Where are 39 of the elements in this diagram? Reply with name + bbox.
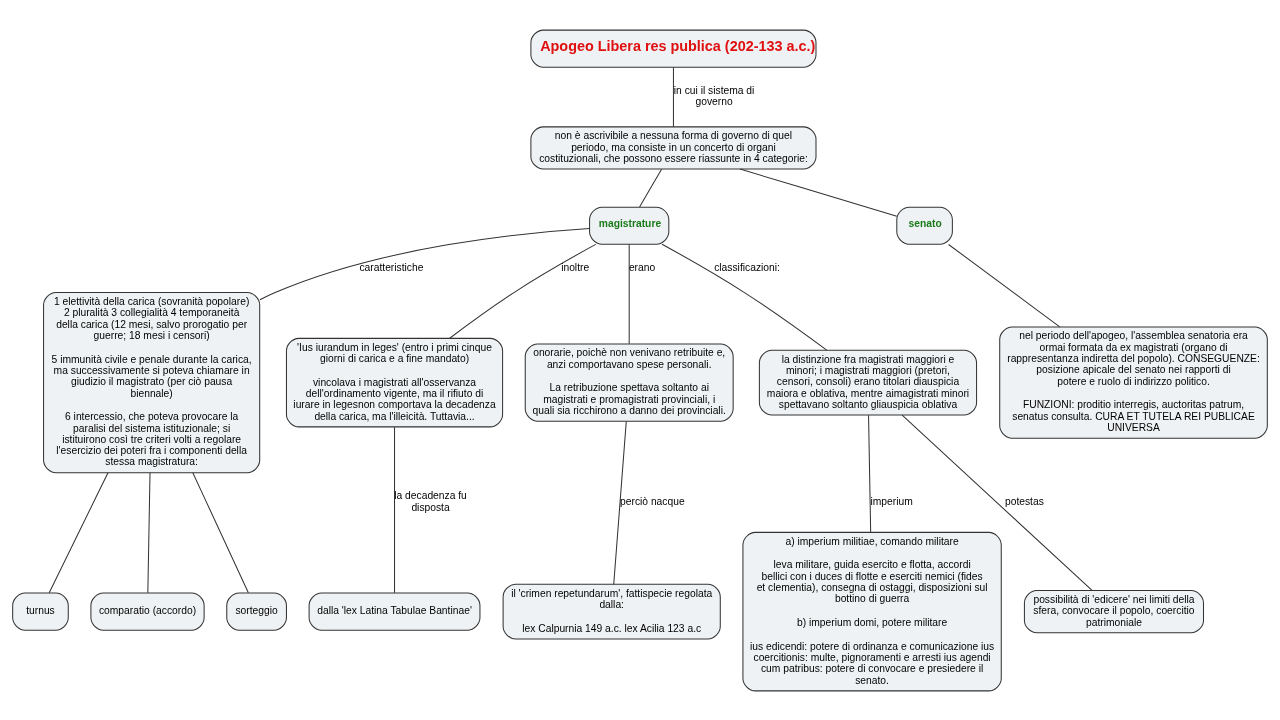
node-box: turnus (12, 592, 69, 631)
node-box: a) imperium militiae, comando militare leva militare, guida esercito e flotta, accordi bellici con i duces di flotte e eserciti nemici (fides et clementia), consegna di ostaggi, disposizioni sul bottino di guerra b) imperium domi, potere militare ius edicendi: potere di ordinanza e comunicazione ius coercitionis: multe, pignoramenti e arresti ius agendi cum patribus: potere di convocare e presiedere il senato. (742, 531, 1002, 691)
connector (259, 227, 590, 300)
connector (628, 243, 630, 344)
node-box: il 'crimen repetundarum', fattispecie regolata dalla: lex Calpurnia 149 a.c. lex Acilia 123 a.c (502, 583, 721, 639)
node-box: la distinzione fra magistrati maggiori e minori; i magistrati maggiori (pretori, censori, consoli) erano titolari diauspicia maiora e oblativa, mentre aimagistrati minori spettavano soltanto gliauspicia oblativa (758, 349, 978, 416)
connector (147, 471, 151, 593)
connector (48, 471, 109, 593)
edge-label: classificazioni: (714, 261, 780, 273)
node-box: comparatio (accordo) (90, 592, 205, 631)
node-box: sorteggio (226, 592, 287, 631)
node-box: 1 elettività della carica (sovranità popolare) 2 pluralità 3 collegialità 4 temporaneità della carica (12 mesi, salvo prorogatio per guerre; 18 mesi i censori) 5 immunità civile e penale durante la carica, ma successivamente si poteva chiamare in giudizio il magistrato (per ciò pausa biennale) 6 intercessio, che poteva provocare la paralisi del sistema istituzionale; si istituirono così tre criteri volti a regolare l'esercizio dei poteri fra i componenti della stessa magistratura: (43, 291, 261, 473)
node-box: 'Ius iurandum in leges' (entro i primi cinque giorni di carica e a fine mandato) vincolava i magistrati all'osservanza dell'ordinamento vigente, ma il rifiuto di iurare in legesnon comportava la decadenza della carica, ma l'illeicità. Tuttavia... (285, 337, 504, 427)
connector (192, 471, 249, 593)
connector (449, 243, 597, 339)
connector (613, 420, 627, 585)
node-box: possibilità di 'edicere' nei limiti della sfera, convocare il popolo, coercitio patrimoniale (1023, 589, 1204, 633)
connector (672, 66, 674, 127)
node-box: senato (896, 206, 953, 245)
connector (394, 426, 396, 593)
connector (661, 243, 828, 351)
connector (639, 168, 663, 207)
edge-label: la decadenza fu disposta (394, 489, 467, 513)
connector (739, 168, 898, 217)
node-box: Apogeo Libera res publica (202-133 a.c.) (530, 29, 817, 68)
node-box: dalla 'lex Latina Tabulae Bantinae' (308, 592, 481, 631)
edge-label: imperium (870, 495, 913, 507)
edge-label: caratteristiche (359, 261, 424, 273)
node-box: nel periodo dell'apogeo, l'assemblea senatoria era ormai formata da ex magistrati (organo di rappresentanza indiretta del popolo). CONSEGUENZE: posizione apicale del senato nei rapporti di potere e ruolo di indirizzo politico. FUNZIONI: proditio interregis, auctoritas patrum, senatus consulta. CURA ET TUTELA REI PUBLICAE UNIVERSA (999, 326, 1268, 439)
connector (901, 414, 1093, 591)
connector (948, 243, 1061, 327)
node-box: magistrature (589, 206, 670, 245)
node-box: onorarie, poichè non venivano retribuite e, anzi comportavano spese personali. La retribuzione spettava soltanto ai magistrati e promagistrati provinciali, i quali sia ricchirono a danno dei provinciali. (524, 343, 734, 422)
edge-label: perciò nacque (620, 495, 685, 507)
node-box: non è ascrivibile a nessuna forma di governo di quel periodo, ma consiste in un concerto di organi costituzionali, che possono essere riassunte in 4 categorie: (530, 125, 817, 170)
edge-label: inoltre (561, 261, 590, 273)
edge-label: potestas (1004, 495, 1044, 507)
edge-label: in cui il sistema di governo (673, 84, 755, 107)
connector (868, 414, 872, 532)
